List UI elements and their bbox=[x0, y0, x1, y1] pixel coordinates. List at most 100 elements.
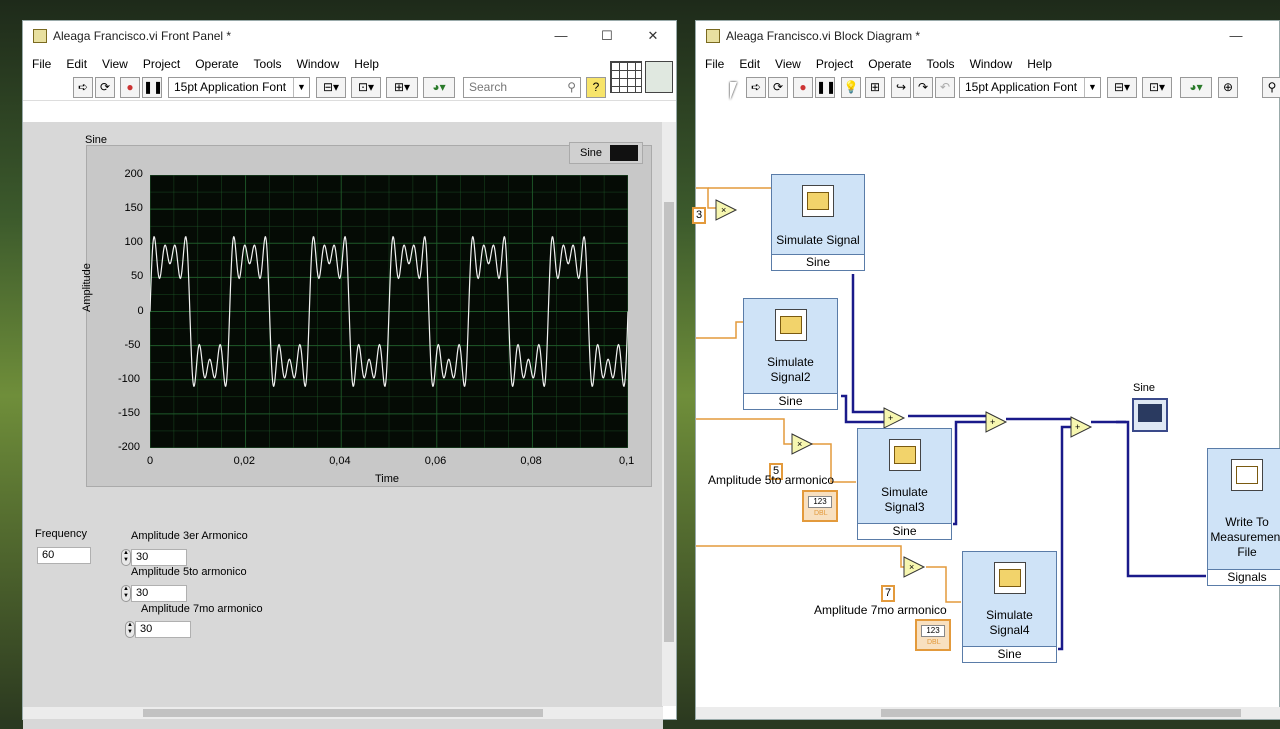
step-over-icon[interactable]: ↷ bbox=[913, 77, 933, 98]
maximize-icon[interactable]: ☐ bbox=[601, 28, 613, 43]
vertical-scrollbar[interactable] bbox=[662, 122, 676, 706]
horizontal-scrollbar[interactable] bbox=[696, 707, 1280, 719]
step-into-icon[interactable]: ↪ bbox=[891, 77, 911, 98]
y-tick-label: -150 bbox=[118, 406, 141, 419]
scroll-thumb[interactable] bbox=[664, 202, 674, 642]
output-terminal-sine[interactable]: Sine bbox=[858, 523, 951, 539]
menu-operate[interactable]: Operate bbox=[868, 57, 912, 71]
menu-file[interactable]: File bbox=[32, 57, 52, 71]
help-icon[interactable]: ? bbox=[586, 77, 606, 98]
resize-objects-icon[interactable]: ⊞▾ bbox=[386, 77, 418, 98]
run-continuous-icon[interactable]: ⟳ bbox=[768, 77, 788, 98]
x-tick-label: 0,08 bbox=[520, 455, 542, 467]
amp7-input[interactable]: 30 bbox=[135, 621, 191, 638]
vi-icon-pane[interactable] bbox=[645, 61, 673, 93]
amp5-terminal-label: Amplitude 5to armonico bbox=[708, 473, 835, 487]
pause-icon[interactable]: ❚❚ bbox=[142, 77, 163, 98]
node-name: Simulate Signal bbox=[776, 233, 860, 247]
node-name: Write To Measurement File bbox=[1210, 515, 1280, 559]
menu-project[interactable]: Project bbox=[815, 57, 854, 71]
vi-icon bbox=[706, 29, 720, 43]
menu-view[interactable]: View bbox=[775, 57, 801, 71]
menu-tools[interactable]: Tools bbox=[926, 57, 955, 71]
menu-edit[interactable]: Edit bbox=[739, 57, 761, 71]
simulate-signal-4[interactable]: Simulate Signal4 Sine bbox=[962, 551, 1057, 663]
menu-window[interactable]: Window bbox=[969, 57, 1013, 71]
close-icon[interactable]: ✕ bbox=[647, 28, 659, 43]
run-continuous-icon[interactable]: ⟳ bbox=[95, 77, 115, 98]
font-select[interactable]: 15pt Application Font ▼ bbox=[959, 77, 1101, 98]
front-panel-window: Aleaga Francisco.vi Front Panel * — ☐ ✕ … bbox=[22, 20, 677, 729]
horizontal-scrollbar[interactable] bbox=[23, 707, 663, 719]
search-icon[interactable]: ⚲ bbox=[1262, 77, 1280, 98]
window-title: Aleaga Francisco.vi Front Panel * bbox=[53, 29, 232, 43]
abort-icon[interactable]: ● bbox=[793, 77, 813, 98]
x-tick-label: 0,1 bbox=[619, 455, 635, 467]
plot-legend[interactable]: Sine bbox=[569, 142, 643, 164]
menu-help[interactable]: Help bbox=[1027, 57, 1052, 71]
input-terminal-signals[interactable]: Signals bbox=[1208, 569, 1280, 585]
numeric-icon: 123 bbox=[808, 496, 832, 508]
abort-icon[interactable]: ● bbox=[120, 77, 140, 98]
reorder-icon[interactable]: ◕▾ bbox=[1180, 77, 1212, 98]
amp5-terminal[interactable]: 123 DBL bbox=[802, 490, 838, 522]
constant-5[interactable]: 5 bbox=[769, 463, 783, 480]
run-arrow-icon[interactable]: ➪ bbox=[746, 77, 766, 98]
series-line-sine bbox=[150, 235, 628, 388]
distribute-objects-icon[interactable]: ⊡▾ bbox=[351, 77, 381, 98]
menu-file[interactable]: File bbox=[705, 57, 725, 71]
step-out-icon[interactable]: ↶ bbox=[935, 77, 955, 98]
wire-blue-2 bbox=[841, 394, 888, 424]
amp5-label: Amplitude 5to armonico bbox=[131, 566, 247, 578]
write-to-measurement-file[interactable]: Write To Measurement File Signals bbox=[1207, 448, 1280, 586]
align-objects-icon[interactable]: ⊟▾ bbox=[1107, 77, 1137, 98]
constant-7[interactable]: 7 bbox=[881, 585, 895, 602]
align-objects-icon[interactable]: ⊟▾ bbox=[316, 77, 346, 98]
minimize-icon[interactable]: — bbox=[1229, 28, 1243, 43]
menu-operate[interactable]: Operate bbox=[195, 57, 239, 71]
wires-svg: ××× +++ bbox=[696, 187, 1206, 651]
retain-wire-values-icon[interactable]: ⊞ bbox=[865, 77, 885, 98]
amp3-stepper[interactable]: ▲▼ bbox=[121, 549, 131, 566]
connector-pane-icon[interactable] bbox=[610, 61, 642, 93]
multiply-node-3 bbox=[903, 556, 926, 578]
scroll-thumb-h[interactable] bbox=[881, 709, 1241, 717]
font-select[interactable]: 15pt Application Font ▼ bbox=[168, 77, 310, 98]
reorder-icon[interactable]: ◕▾ bbox=[423, 77, 455, 98]
menu-view[interactable]: View bbox=[102, 57, 128, 71]
highlight-execution-icon[interactable]: 💡 bbox=[841, 77, 861, 98]
scroll-thumb-h[interactable] bbox=[143, 709, 543, 717]
waveform-graph-terminal[interactable] bbox=[1132, 398, 1168, 432]
amp7-terminal[interactable]: 123 DBL bbox=[915, 619, 951, 651]
simulate-signal-1[interactable]: Simulate Signal Sine bbox=[771, 174, 865, 271]
menu-project[interactable]: Project bbox=[142, 57, 181, 71]
plot-area[interactable] bbox=[150, 175, 628, 448]
distribute-objects-icon[interactable]: ⊡▾ bbox=[1142, 77, 1172, 98]
amp5-input[interactable]: 30 bbox=[131, 585, 187, 602]
wire-blue-4 bbox=[953, 420, 986, 526]
dbl-type-label: DBL bbox=[814, 510, 828, 517]
amp7-stepper[interactable]: ▲▼ bbox=[125, 621, 135, 638]
wire-blue-8 bbox=[1116, 420, 1206, 578]
constant-3[interactable]: 3 bbox=[692, 207, 706, 224]
output-terminal-sine[interactable]: Sine bbox=[772, 254, 864, 270]
minimize-icon[interactable]: — bbox=[554, 28, 568, 43]
simulate-signal-2[interactable]: Simulate Signal2 Sine bbox=[743, 298, 838, 410]
output-terminal-sine[interactable]: Sine bbox=[963, 646, 1056, 662]
menu-edit[interactable]: Edit bbox=[66, 57, 88, 71]
menu-tools[interactable]: Tools bbox=[253, 57, 282, 71]
y-tick-label: 100 bbox=[124, 236, 143, 249]
amp3-input[interactable]: 30 bbox=[131, 549, 187, 566]
wire-orange-4 bbox=[696, 418, 792, 445]
menu-help[interactable]: Help bbox=[354, 57, 379, 71]
amp5-stepper[interactable]: ▲▼ bbox=[121, 585, 131, 602]
frequency-input[interactable]: 60 bbox=[37, 547, 91, 564]
output-terminal-sine[interactable]: Sine bbox=[744, 393, 837, 409]
svg-text:×: × bbox=[797, 439, 802, 449]
search-input[interactable]: Search ⚲ bbox=[463, 77, 581, 98]
run-arrow-icon[interactable]: ➪ bbox=[73, 77, 93, 98]
simulate-signal-3[interactable]: Simulate Signal3 Sine bbox=[857, 428, 952, 540]
pause-icon[interactable]: ❚❚ bbox=[815, 77, 836, 98]
menu-window[interactable]: Window bbox=[296, 57, 340, 71]
clean-up-icon[interactable]: ⊕ bbox=[1218, 77, 1238, 98]
